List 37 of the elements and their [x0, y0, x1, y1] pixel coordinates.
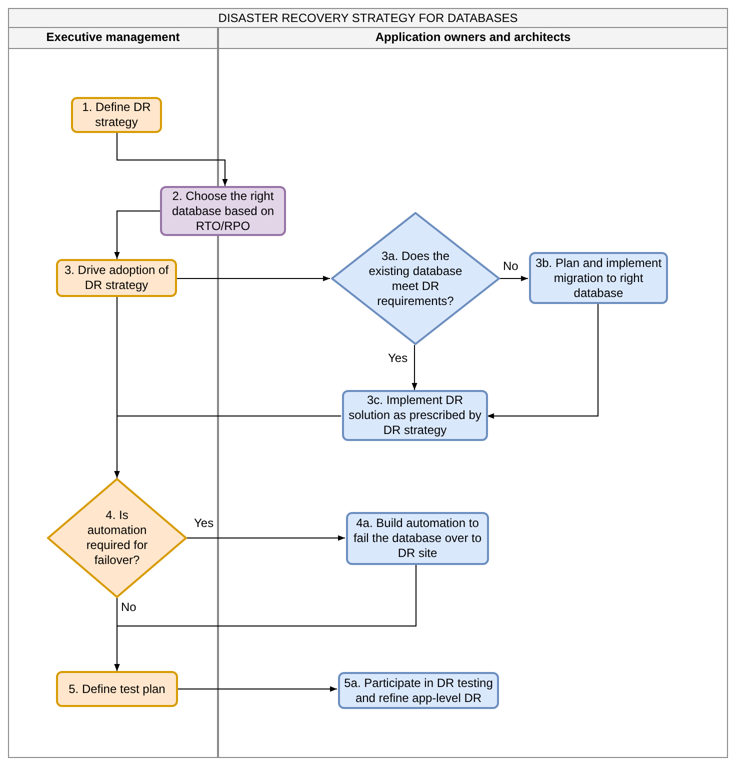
node-label: 3a. Does the existing database meet DR requirements?: [368, 248, 464, 308]
node-label: 1. Define DR strategy: [81, 100, 152, 130]
node-label: 5. Define test plan: [68, 682, 166, 696]
process-box: [160, 186, 286, 236]
edge-label: No: [119, 600, 138, 614]
arrow: [114, 296, 120, 478]
arrow: [412, 344, 418, 390]
process-box: [346, 512, 489, 565]
process-box: [56, 671, 178, 707]
arrow: [176, 686, 338, 692]
node-label: 3b. Plan and implement migration to right database: [534, 256, 662, 300]
node-label: 3c. Implement DR solution as prescribed by DR strategy: [348, 393, 482, 438]
decision-diamond: [331, 212, 500, 345]
process-box: [338, 672, 499, 709]
lane-header: Application owners and architects: [375, 30, 571, 44]
diagram-title: DISASTER RECOVERY STRATEGY FOR DATABASES: [8, 8, 728, 28]
edge-label: Yes: [386, 351, 410, 365]
lane-header: Executive management: [46, 30, 180, 44]
node-label: 2. Choose the right database based on RTO/RPO: [170, 188, 276, 234]
node-label: 4. Is automation required for failover?: [85, 508, 149, 568]
edge-label: Yes: [192, 516, 216, 530]
decision-diamond: [47, 478, 187, 598]
process-box: [342, 390, 488, 441]
process-box: [56, 259, 177, 297]
arrow: [498, 276, 528, 282]
process-box: [71, 97, 162, 133]
edge-label: No: [501, 259, 520, 273]
node-label: 4a. Build automation to fail the database over to DR site: [352, 516, 483, 561]
arrow: [114, 210, 160, 260]
arrow: [114, 564, 416, 672]
arrow: [486, 304, 598, 419]
arrow: [186, 535, 346, 541]
arrow: [116, 132, 228, 186]
arrow: [176, 276, 330, 282]
node-label: 3. Drive adoption of DR strategy: [63, 263, 170, 293]
process-box: [529, 252, 668, 304]
node-label: 5a. Participate in DR testing and refine app-level DR: [343, 676, 494, 706]
